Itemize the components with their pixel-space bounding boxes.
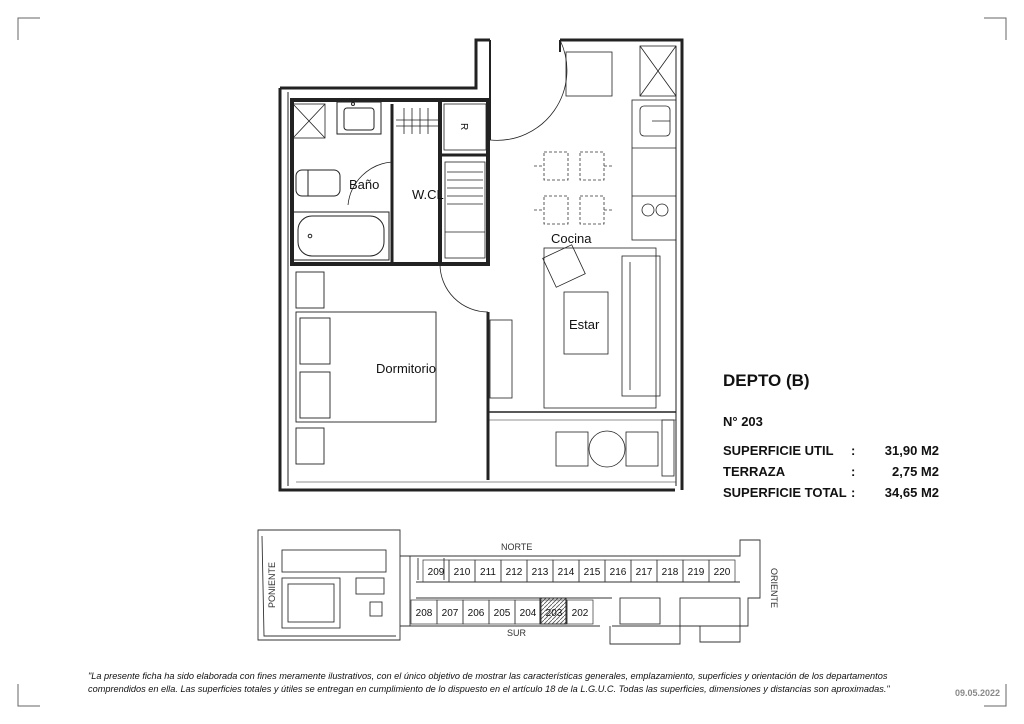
surface-colon: :	[851, 464, 856, 479]
label-cocina: Cocina	[551, 231, 592, 246]
keyplan-unit-label: 204	[520, 608, 537, 619]
room-labels: Baño W.CL R Cocina Estar Dormitorio	[349, 123, 600, 376]
keyplan-unit-label: 216	[610, 567, 627, 578]
terrace-furniture	[555, 419, 675, 477]
keyplan-unit-label: 205	[494, 608, 511, 619]
surface-row: SUPERFICIE TOTAL : 34,65 M2	[723, 482, 939, 503]
keyplan-north-label: NORTE	[501, 542, 532, 552]
surface-row: TERRAZA : 2,75 M2	[723, 461, 939, 482]
keyplan-unit-label: 203	[546, 608, 563, 619]
surface-label: SUPERFICIE UTIL	[723, 443, 834, 458]
keyplan-unit-label: 207	[442, 608, 459, 619]
disclaimer-line: "La presente ficha ha sido elaborada con…	[88, 671, 888, 681]
keyplan-bottom-units: 208 207 206 205 204 203 202	[410, 599, 594, 625]
unit-title: DEPTO (B)	[723, 371, 810, 390]
keyplan-unit-label: 209	[428, 567, 445, 578]
keyplan-east-label: ORIENTE	[769, 568, 779, 608]
keyplan-unit-label: 206	[468, 608, 485, 619]
surface-label: SUPERFICIE TOTAL	[723, 485, 847, 500]
highlighted-unit	[539, 597, 567, 625]
label-bano: Baño	[349, 177, 379, 192]
keyplan-unit-label: 214	[558, 567, 575, 578]
keyplan-unit-label: 217	[636, 567, 653, 578]
keyplan-unit-label: 208	[416, 608, 433, 619]
surface-value: 31,90 M2	[884, 443, 939, 458]
bed	[295, 271, 437, 465]
label-refrigerator: R	[458, 123, 469, 130]
keyplan-unit-label: 210	[454, 567, 471, 578]
keyplan-unit-label: 215	[584, 567, 601, 578]
surface-colon: :	[851, 443, 856, 458]
keyplan-unit-label: 218	[662, 567, 679, 578]
kitchen-counter	[565, 51, 677, 241]
keyplan-unit-cell	[708, 559, 736, 583]
document-date: 09.05.2022	[955, 688, 1001, 698]
crop-marks	[17, 17, 1007, 707]
keyplan-top-units: 209 210 211 212 213 214 215 216 217 218 219 220	[422, 559, 736, 583]
label-dormitorio: Dormitorio	[376, 361, 436, 376]
surface-colon: :	[851, 485, 856, 500]
living-furniture	[489, 244, 661, 409]
bathroom-fixtures	[292, 101, 390, 261]
keyplan-unit-label: 220	[714, 567, 731, 578]
keyplan-west-label: PONIENTE	[267, 562, 277, 608]
surface-table: SUPERFICIE UTIL : 31,90 M2 TERRAZA : 2,7…	[723, 440, 939, 503]
surface-value: 2,75 M2	[892, 464, 939, 479]
disclaimer-line: comprendidos en ella. Las superficies to…	[88, 684, 890, 694]
surface-label: TERRAZA	[723, 464, 786, 479]
label-estar: Estar	[569, 317, 600, 332]
surface-value: 34,65 M2	[884, 485, 939, 500]
keyplan-unit-label: 219	[688, 567, 705, 578]
keyplan-unit-label: 211	[480, 567, 496, 578]
keyplan-unit-cell	[566, 599, 594, 625]
dining-table	[534, 151, 614, 225]
window-marks	[292, 45, 677, 139]
keyplan-unit-label: 212	[506, 567, 523, 578]
keyplan-unit-label: 213	[532, 567, 549, 578]
unit-walls	[278, 38, 684, 492]
refrigerator	[443, 103, 487, 151]
closet	[396, 108, 486, 259]
unit-number: N° 203	[723, 414, 763, 429]
label-wcl: W.CL	[412, 187, 444, 202]
keyplan-south-label: SUR	[507, 628, 527, 638]
disclaimer: "La presente ficha ha sido elaborada con…	[88, 670, 928, 696]
surface-row: SUPERFICIE UTIL : 31,90 M2	[723, 440, 939, 461]
keyplan-unit-label: 202	[572, 608, 589, 619]
